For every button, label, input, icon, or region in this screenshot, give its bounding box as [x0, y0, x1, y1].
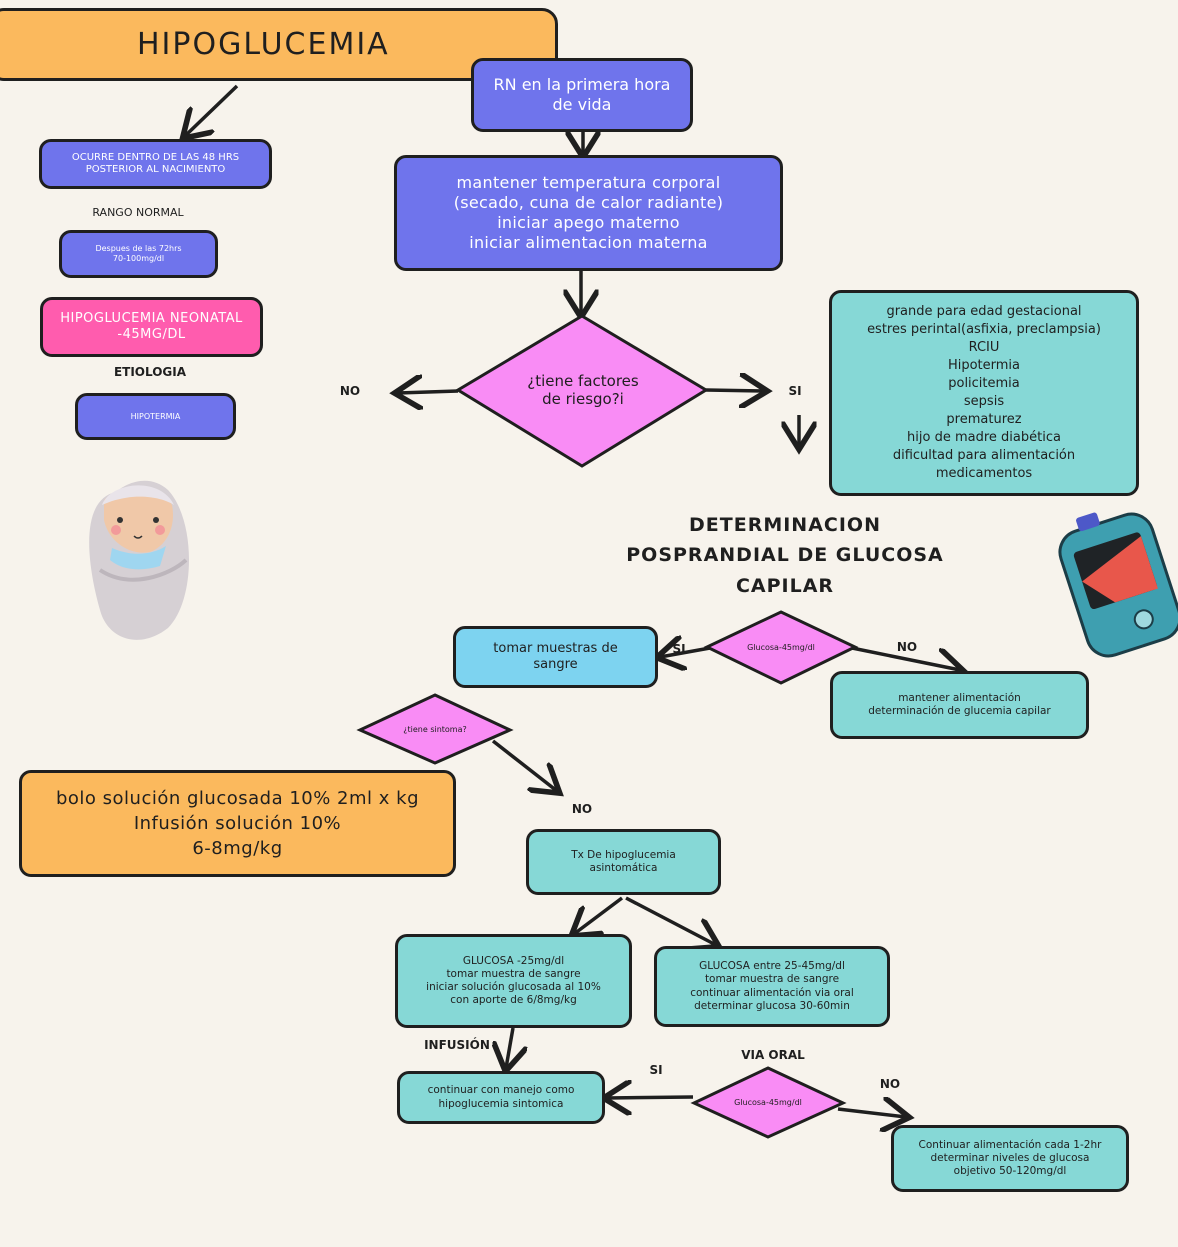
glucose-question-2: Glucosa-45mg/dl [734, 1098, 802, 1108]
care-box: mantener temperatura corporal (secado, c… [394, 155, 783, 271]
arrow-glucose2-no [837, 1109, 906, 1117]
risk-factors-box: grande para edad gestacional estres peri… [829, 290, 1139, 496]
bolus-box: bolo solución glucosada 10% 2ml x kg Inf… [19, 770, 456, 877]
risk-question: ¿tiene factores de riesgo?i [527, 372, 639, 408]
arrow-asym-left [574, 896, 624, 934]
arrow-low-to-continue [506, 1027, 513, 1068]
asymptomatic-box: Tx De hipoglucemia asintomática [526, 829, 721, 895]
neonatal-box: HIPOGLUCEMIA NEONATAL -45MG/DL [40, 297, 263, 357]
glucose2-no-label: NO [879, 1077, 901, 1091]
risk-diamond [455, 314, 709, 468]
etiology-box: HIPOTERMIA [75, 393, 236, 440]
occurs-box: OCURRE DENTRO DE LAS 48 HRS POSTERIOR AL… [39, 139, 272, 189]
glucose-diamond [703, 610, 859, 685]
title-banner: HIPOGLUCEMIA [0, 8, 558, 81]
continue-symptomatic-box: continuar con manejo como hipoglucemia s… [397, 1071, 605, 1124]
infusion-label: INFUSIÓN [424, 1038, 490, 1052]
arrow-symptom-no [491, 739, 557, 791]
arrow-glucose2-si [607, 1097, 694, 1098]
baby-illustration [89, 480, 189, 640]
arrow-glucose-no [851, 646, 960, 670]
range-value-box: Despues de las 72hrs 70-100mg/dl [59, 230, 218, 278]
range-label: RANGO NORMAL [92, 206, 184, 219]
risk-no-label: NO [339, 384, 361, 398]
glucose-question: Glucosa-45mg/dl [747, 643, 815, 653]
glucometer-illustration [1058, 512, 1178, 658]
rn-box: RN en la primera hora de vida [471, 58, 693, 132]
continue-feeding-box: Continuar alimentación cada 1-2hr determ… [891, 1125, 1129, 1192]
arrow-risk-si [705, 390, 764, 391]
risk-si-label: SI [788, 384, 802, 398]
glucose-mid-box: GLUCOSA entre 25-45mg/dl tomar muestra d… [654, 946, 890, 1027]
glucose2-si-label: SI [649, 1063, 663, 1077]
glucose-no-label: NO [896, 640, 918, 654]
maintain-feeding-box: mantener alimentación determinación de g… [830, 671, 1089, 739]
arrow-glucose-si [660, 648, 711, 657]
etiology-label: ETIOLOGIA [113, 365, 187, 379]
glucose-diamond-2 [690, 1066, 847, 1139]
arrow-risk-no [398, 391, 459, 393]
symptom-diamond [356, 693, 514, 765]
page-title: HIPOGLUCEMIA [137, 26, 390, 62]
symptom-no-label: NO [571, 802, 593, 816]
arrow-asym-right [625, 896, 716, 945]
determination-title: DETERMINACION POSPRANDIAL DE GLUCOSA CAP… [626, 514, 944, 597]
glucose-si-label: SI [672, 642, 686, 656]
arrow-title-to-occurs [185, 84, 239, 136]
glucose-low-box: GLUCOSA -25mg/dl tomar muestra de sangre… [395, 934, 632, 1028]
take-samples-box: tomar muestras de sangre [453, 626, 658, 688]
symptom-question: ¿tiene sintoma? [403, 725, 467, 735]
oral-label: VIA ORAL [741, 1048, 805, 1062]
